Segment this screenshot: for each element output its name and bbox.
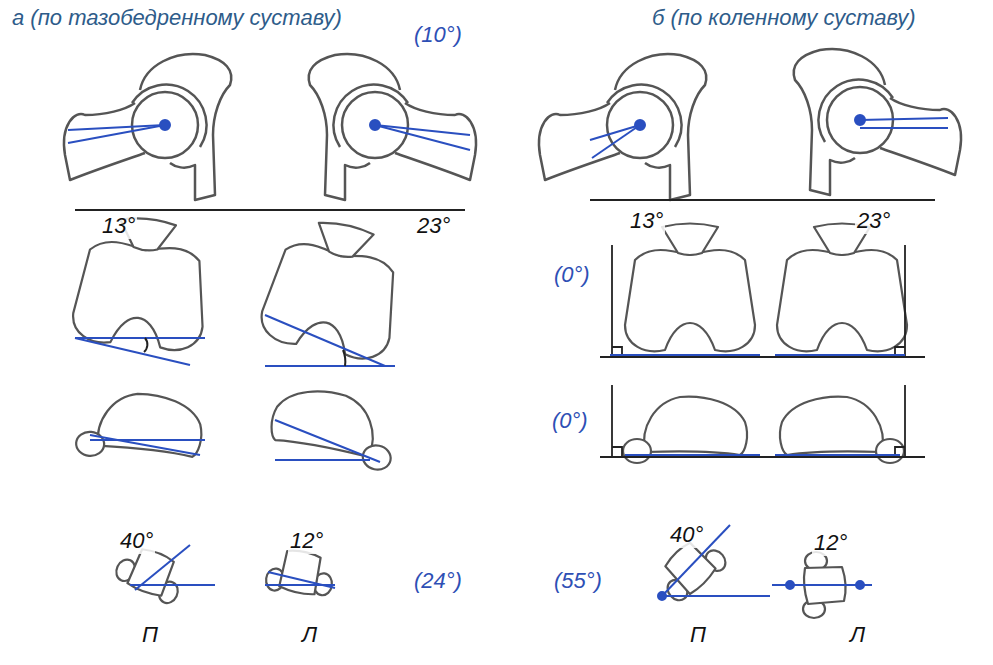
angle-value: 12° bbox=[288, 528, 325, 554]
side-label: Л bbox=[848, 622, 867, 648]
panel-heading: а (по тазобедренному суставу) bbox=[10, 5, 344, 31]
side-label: П bbox=[140, 622, 160, 648]
angle-value: 23° bbox=[855, 208, 892, 234]
angle-value: (55°) bbox=[552, 568, 604, 594]
angle-value: (0°) bbox=[552, 262, 592, 288]
angle-value: (24°) bbox=[412, 568, 464, 594]
side-label: Л bbox=[300, 622, 319, 648]
panel-heading: б (по коленному суставу) bbox=[650, 5, 918, 31]
angle-value: 40° bbox=[668, 522, 705, 548]
angle-value: 12° bbox=[812, 530, 849, 556]
side-label: П bbox=[688, 622, 708, 648]
angle-value: 13° bbox=[100, 213, 137, 239]
angle-value: (10°) bbox=[412, 22, 464, 48]
angle-value: 40° bbox=[118, 528, 155, 554]
angle-value: 13° bbox=[628, 208, 665, 234]
angle-value: 23° bbox=[415, 213, 452, 239]
angle-value: (0°) bbox=[550, 408, 590, 434]
